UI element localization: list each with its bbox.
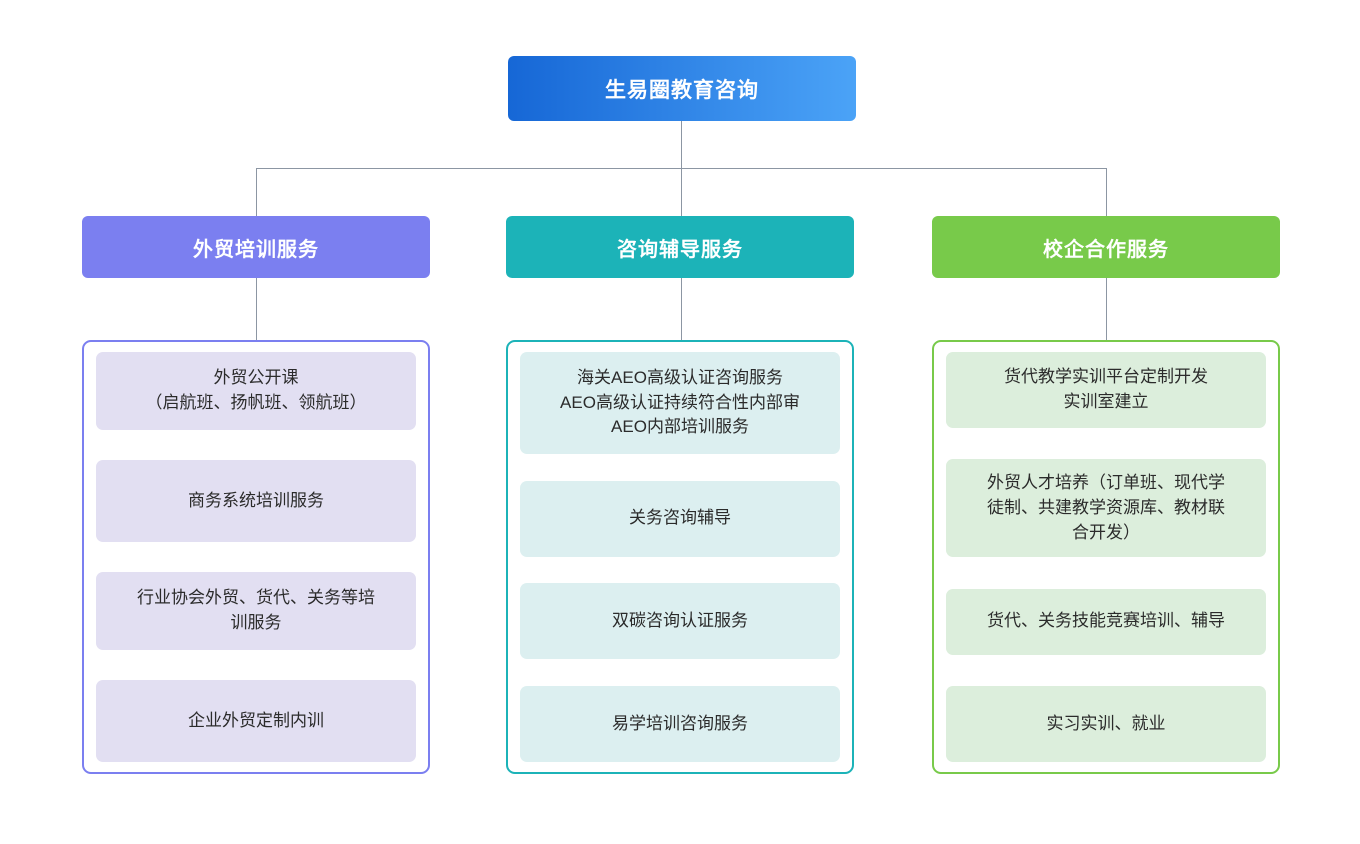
service-item[interactable]: 外贸公开课 （启航班、扬帆班、领航班） xyxy=(96,352,416,430)
service-item-label: 外贸公开课 （启航班、扬帆班、领航班） xyxy=(145,368,367,412)
category-header-training[interactable]: 外贸培训服务 xyxy=(82,216,430,278)
category-header-school-enterprise[interactable]: 校企合作服务 xyxy=(932,216,1280,278)
service-item[interactable]: 行业协会外贸、货代、关务等培 训服务 xyxy=(96,572,416,650)
connector-header-to-items-3 xyxy=(1106,278,1107,340)
service-item-label: 海关AEO高级认证咨询服务 AEO高级认证持续符合性内部审 AEO内部培训服务 xyxy=(560,368,800,437)
root-node-label: 生易圈教育咨询 xyxy=(605,78,759,102)
service-item[interactable]: 海关AEO高级认证咨询服务 AEO高级认证持续符合性内部审 AEO内部培训服务 xyxy=(520,352,840,454)
branch-column-consulting: 咨询辅导服务 海关AEO高级认证咨询服务 AEO高级认证持续符合性内部审 AEO… xyxy=(506,216,854,774)
category-header-label: 外贸培训服务 xyxy=(193,238,319,261)
root-node[interactable]: 生易圈教育咨询 xyxy=(508,56,856,121)
service-item-label: 行业协会外贸、货代、关务等培 训服务 xyxy=(137,588,375,632)
category-header-label: 咨询辅导服务 xyxy=(617,238,743,261)
service-item-label: 企业外贸定制内训 xyxy=(188,710,324,730)
branch-column-training: 外贸培训服务 外贸公开课 （启航班、扬帆班、领航班） 商务系统培训服务 行业协会… xyxy=(82,216,430,774)
service-item-label: 实习实训、就业 xyxy=(1046,713,1166,733)
service-item-label: 关务咨询辅导 xyxy=(629,508,731,528)
service-item[interactable]: 双碳咨询认证服务 xyxy=(520,583,840,660)
connector-root-stem xyxy=(681,121,682,168)
service-item[interactable]: 企业外贸定制内训 xyxy=(96,680,416,762)
service-item-label: 外贸人才培养（订单班、现代学 徒制、共建教学资源库、教材联 合开发） xyxy=(987,473,1225,542)
connector-header-to-items-1 xyxy=(256,278,257,340)
connector-drop-branch-2 xyxy=(681,168,682,216)
category-header-label: 校企合作服务 xyxy=(1043,238,1169,261)
service-item[interactable]: 商务系统培训服务 xyxy=(96,460,416,542)
service-item[interactable]: 货代、关务技能竞赛培训、辅导 xyxy=(946,588,1266,655)
service-item[interactable]: 关务咨询辅导 xyxy=(520,480,840,557)
branch-column-school-enterprise: 校企合作服务 货代教学实训平台定制开发 实训室建立 外贸人才培养（订单班、现代学… xyxy=(932,216,1280,774)
items-container-school-enterprise: 货代教学实训平台定制开发 实训室建立 外贸人才培养（订单班、现代学 徒制、共建教… xyxy=(932,340,1280,774)
category-header-consulting[interactable]: 咨询辅导服务 xyxy=(506,216,854,278)
service-item-label: 易学培训咨询服务 xyxy=(612,713,748,733)
service-item-label: 货代、关务技能竞赛培训、辅导 xyxy=(987,611,1225,631)
connector-drop-branch-3 xyxy=(1106,168,1107,216)
service-item-label: 双碳咨询认证服务 xyxy=(612,610,748,630)
service-item[interactable]: 货代教学实训平台定制开发 实训室建立 xyxy=(946,352,1266,428)
items-container-consulting: 海关AEO高级认证咨询服务 AEO高级认证持续符合性内部审 AEO内部培训服务 … xyxy=(506,340,854,774)
connector-drop-branch-1 xyxy=(256,168,257,216)
service-item-label: 商务系统培训服务 xyxy=(188,490,324,510)
connector-header-to-items-2 xyxy=(681,278,682,340)
service-item[interactable]: 实习实训、就业 xyxy=(946,685,1266,762)
items-container-training: 外贸公开课 （启航班、扬帆班、领航班） 商务系统培训服务 行业协会外贸、货代、关… xyxy=(82,340,430,774)
service-item[interactable]: 易学培训咨询服务 xyxy=(520,685,840,762)
service-item[interactable]: 外贸人才培养（订单班、现代学 徒制、共建教学资源库、教材联 合开发） xyxy=(946,459,1266,558)
service-item-label: 货代教学实训平台定制开发 实训室建立 xyxy=(1004,367,1208,411)
